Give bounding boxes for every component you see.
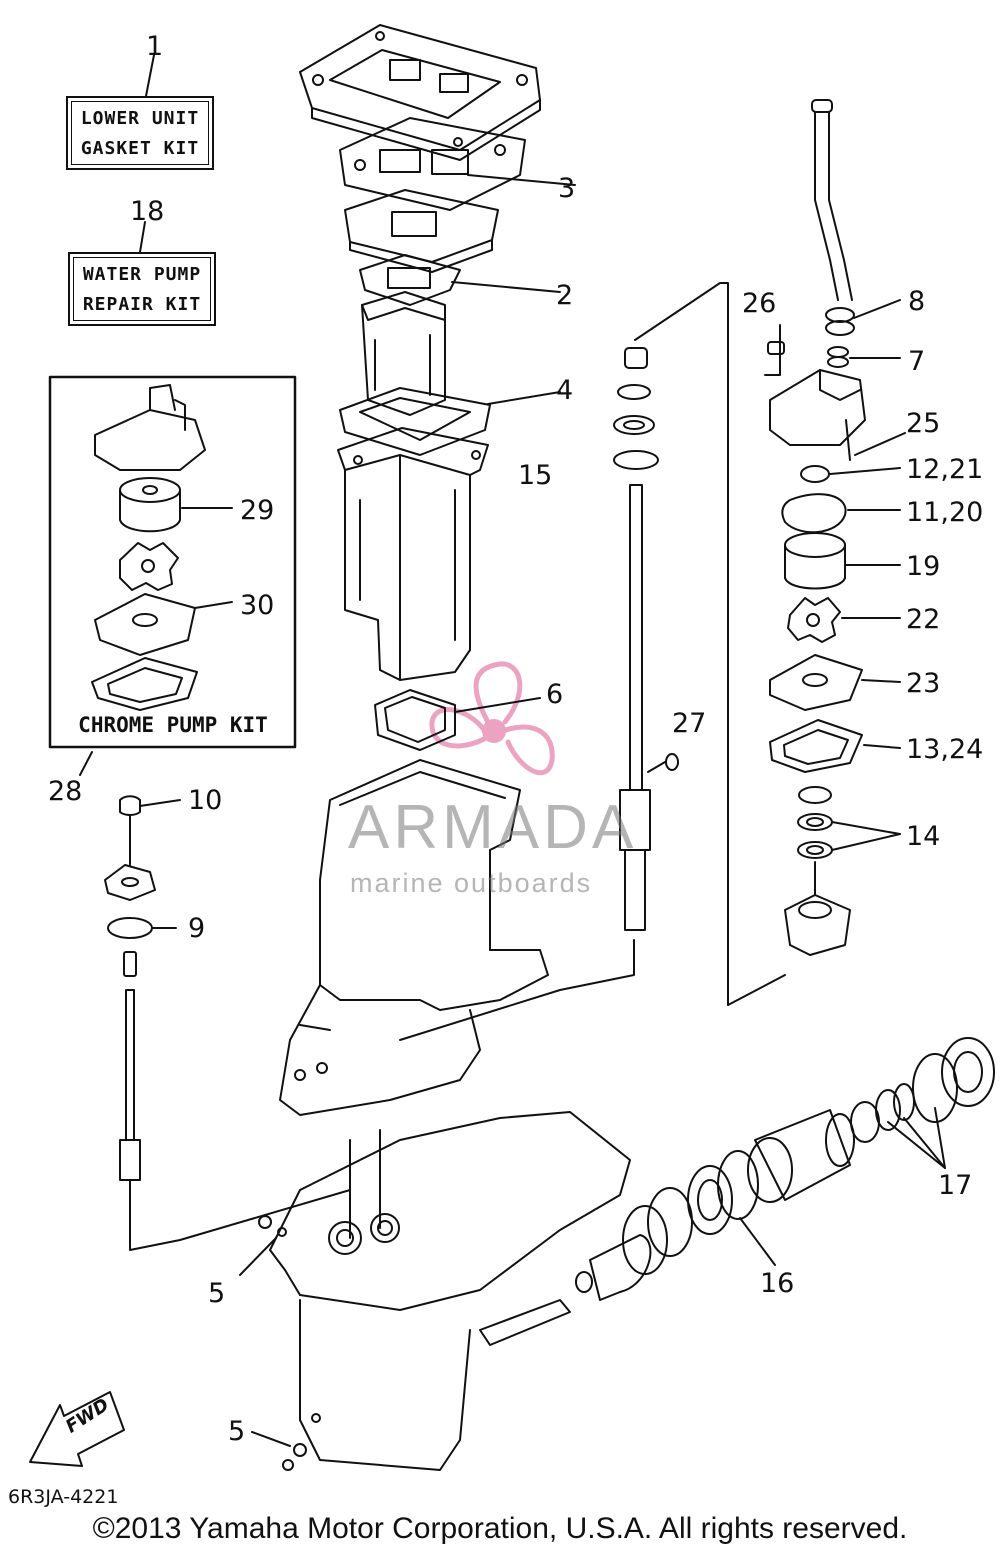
drawing-code: 6R3JA-4221 — [8, 1486, 119, 1508]
oil-seal-part-14 — [797, 786, 901, 859]
thrust-washers-part-17 — [850, 1037, 995, 1169]
gasket-part-2 — [359, 254, 561, 306]
chrome-plate-part-30 — [94, 593, 233, 656]
upper-casing-part — [337, 427, 489, 681]
pump-cup-part-19 — [784, 532, 901, 590]
drain-plug-part-5a — [239, 1215, 287, 1276]
callout-5-upper: 5 — [208, 1278, 226, 1309]
o-ring-part-11-20 — [781, 493, 901, 534]
propeller-shaft-part — [479, 1234, 652, 1346]
callout-1: 1 — [146, 31, 164, 62]
bearing-housing-part — [747, 1109, 855, 1203]
chrome-pump-housing-part — [94, 384, 206, 471]
callout-22: 22 — [906, 604, 941, 635]
watermark-name: ARMADA — [348, 793, 638, 862]
water-pump-repair-kit-box: WATER PUMP REPAIR KIT — [68, 252, 216, 326]
adapter-plate-part — [344, 189, 499, 273]
gasket-part-13-24 — [769, 719, 901, 773]
water-tube-part — [811, 99, 853, 301]
kit-box-line2: GASKET KIT — [80, 138, 200, 159]
grommet-part-8 — [825, 299, 901, 336]
upper-plate-part — [299, 24, 541, 161]
callout-28: 28 — [48, 776, 83, 807]
chrome-pump-kit-frame — [48, 375, 297, 749]
impeller-part-22 — [787, 597, 901, 643]
callout-30: 30 — [240, 590, 275, 621]
chrome-gasket-part — [91, 657, 198, 711]
pump-housing-part — [764, 324, 906, 461]
o-ring-part-12-21 — [800, 465, 901, 483]
callout-15: 15 — [518, 460, 553, 491]
shift-rod-part — [104, 795, 351, 1251]
callout-27: 27 — [672, 708, 707, 739]
gearcase-part — [269, 1111, 631, 1471]
callout-23: 23 — [906, 668, 941, 699]
o-ring-part-16 — [717, 1150, 776, 1266]
callout-3: 3 — [558, 173, 576, 204]
callout-16: 16 — [760, 1268, 795, 1299]
chrome-pump-kit-title: CHROME PUMP KIT — [78, 713, 268, 737]
bearing-rings-part — [622, 1165, 733, 1275]
lower-unit-gasket-kit-box: LOWER UNIT GASKET KIT — [66, 96, 214, 170]
callout-4: 4 — [556, 375, 574, 406]
callout-12-21: 12,21 — [906, 454, 984, 485]
callout-11-20: 11,20 — [906, 497, 984, 528]
chrome-pump-cup-part-29 — [119, 477, 233, 533]
kit-box-line1: LOWER UNIT — [80, 108, 200, 129]
seal-part-6 — [374, 689, 541, 751]
callout-25: 25 — [906, 408, 941, 439]
insert-part-7 — [827, 346, 901, 368]
watermark-propeller-icon — [429, 661, 555, 776]
fwd-arrow-icon — [29, 1391, 125, 1467]
callout-6: 6 — [546, 679, 564, 710]
watermark-subtitle: marine outboards — [350, 868, 593, 898]
plate-part-23 — [769, 654, 901, 711]
kit-box-line2: REPAIR KIT — [82, 294, 202, 315]
kit-box-line1: WATER PUMP — [82, 264, 202, 285]
callout-10: 10 — [188, 785, 223, 816]
callout-7: 7 — [908, 346, 926, 377]
callout-18: 18 — [130, 196, 165, 227]
drive-shaft-housing-part — [279, 759, 549, 1116]
callout-13-24: 13,24 — [906, 734, 984, 765]
kit-leader-lines — [79, 54, 155, 776]
callout-8: 8 — [908, 286, 926, 317]
drive-shaft-part — [399, 282, 786, 1041]
callout-17: 17 — [938, 1170, 973, 1201]
callout-26: 26 — [742, 288, 777, 319]
callout-19: 19 — [906, 551, 941, 582]
callout-9: 9 — [188, 913, 206, 944]
gasket-part-3 — [339, 117, 576, 211]
copyright-notice: ©2013 Yamaha Motor Corporation, U.S.A. A… — [92, 1512, 908, 1545]
seal-housing-part — [784, 861, 851, 956]
callout-5-lower: 5 — [228, 1416, 246, 1447]
drain-plug-part-5b — [251, 1431, 307, 1471]
callout-29: 29 — [240, 495, 275, 526]
callout-14: 14 — [906, 821, 941, 852]
gasket-part-4 — [339, 387, 561, 456]
callout-2: 2 — [556, 280, 574, 311]
chrome-impeller-part — [119, 542, 179, 591]
